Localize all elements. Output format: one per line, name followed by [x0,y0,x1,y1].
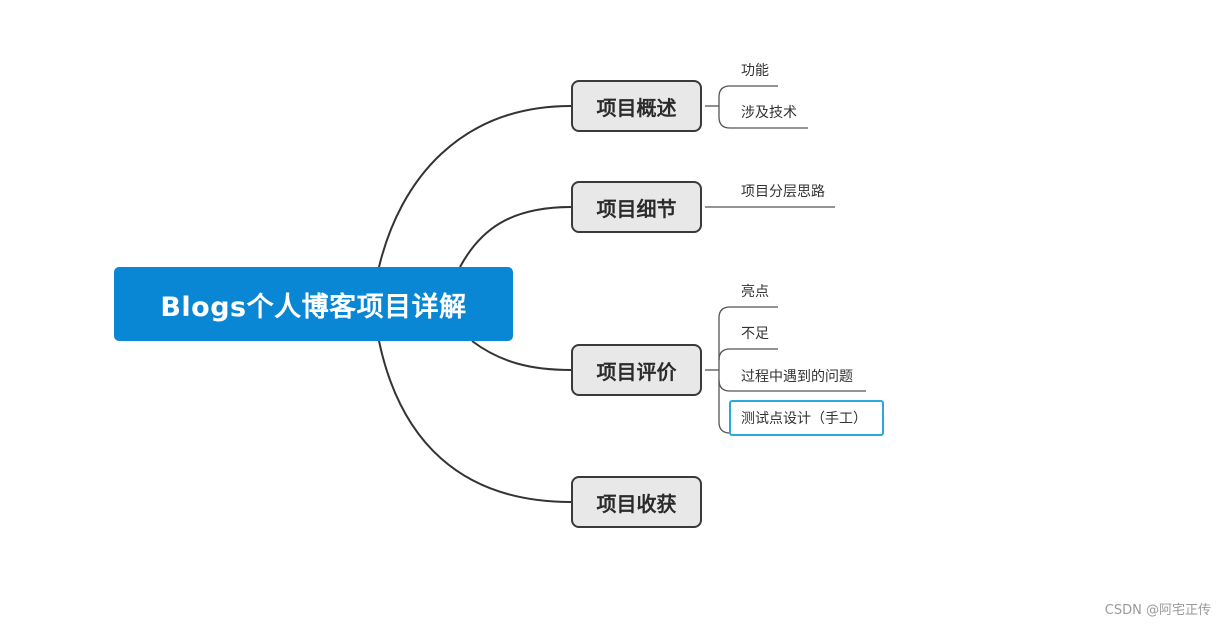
root-node[interactable]: Blogs个人博客项目详解 [114,267,513,341]
subtopic-highlights[interactable]: 亮点 [741,284,769,300]
subtopic-shortcomings[interactable]: 不足 [741,326,769,342]
subtopic-problems[interactable]: 过程中遇到的问题 [741,369,853,385]
subtopic-test-design[interactable]: 测试点设计（手工） [729,400,884,436]
watermark: CSDN @阿宅正传 [1104,603,1211,618]
subtopic-tech-stack[interactable]: 涉及技术 [741,105,797,121]
topic-node-overview[interactable]: 项目概述 [571,80,702,132]
subtopic-layering[interactable]: 项目分层思路 [741,184,825,200]
topic-node-details[interactable]: 项目细节 [571,181,702,233]
topic-node-evaluation[interactable]: 项目评价 [571,344,702,396]
subtopic-features[interactable]: 功能 [741,63,769,79]
topic-node-gains[interactable]: 项目收获 [571,476,702,528]
